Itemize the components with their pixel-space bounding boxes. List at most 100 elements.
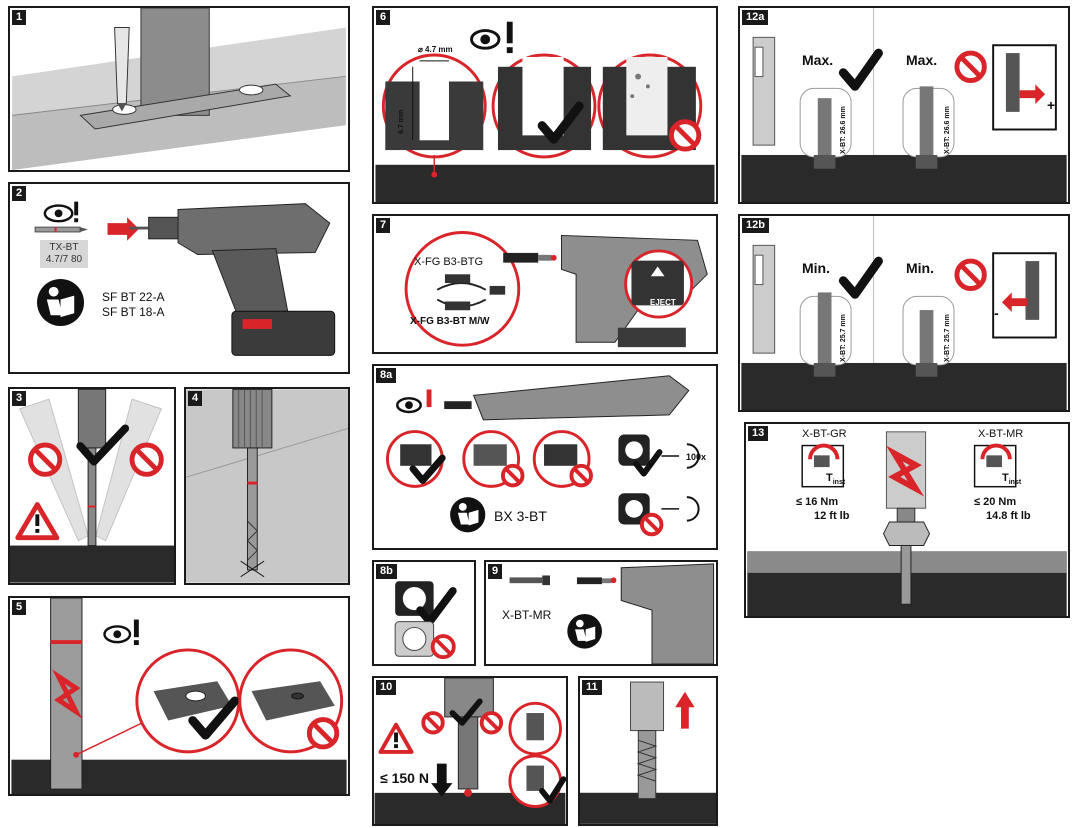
prohibited-icon — [423, 713, 442, 732]
step-number: 3 — [12, 391, 26, 406]
arrow-up-icon — [675, 692, 694, 729]
max-label-ok: Max. — [802, 52, 833, 68]
measure-ok: X-BT: 25.7 mm — [840, 314, 847, 362]
panel-step-8b: 8b — [372, 560, 476, 666]
hole-inspection-illustration — [374, 8, 716, 202]
panel-step-12a: 12a + Max. Max. X-BT: 26.6 mm X-BT: 26.6… — [738, 6, 1070, 204]
prohibited-icon — [433, 636, 454, 657]
prohibited-icon — [571, 466, 591, 486]
panel-step-7: 7 X-FG B3-BTG X-FG B3-BT M/W EJECT — [372, 214, 718, 354]
panel-step-10: 10 ≤ 150 N — [372, 676, 568, 826]
min-label-bad: Min. — [906, 260, 934, 276]
fastener-guide-change-illustration — [374, 216, 716, 352]
step-number: 7 — [376, 218, 390, 233]
panel-step-3: 3 — [8, 387, 176, 585]
manual-reader-icon — [37, 279, 84, 326]
step-number: 2 — [12, 186, 26, 201]
prohibited-icon — [957, 261, 984, 288]
stud-gr-name: X-BT-GR — [802, 428, 847, 440]
panel-step-4: 4 — [184, 387, 350, 585]
step-number: 9 — [488, 564, 502, 579]
eye-icon — [472, 31, 499, 49]
stud-name: X-BT-MR — [502, 608, 551, 622]
exclamation-icon — [427, 389, 432, 407]
prohibited-icon — [309, 720, 336, 747]
panel-step-12b: 12b - Min. Min. X-BT: 25.7 mm X-BT: 25.7… — [738, 214, 1070, 412]
force-limit: ≤ 150 N — [380, 770, 429, 786]
warning-triangle-icon — [380, 725, 411, 752]
step-number: 1 — [12, 10, 26, 25]
stud-mr-name: X-BT-MR — [978, 428, 1023, 440]
step-number: 8a — [376, 368, 396, 383]
panel-step-13: 13 X-BT-GR X-BT-MR Tinst Tinst ≤ 16 Nm 1… — [744, 422, 1070, 618]
panel-step-11: 11 — [578, 676, 718, 826]
exclamation-icon — [507, 22, 513, 44]
drill-illustration — [10, 184, 348, 372]
warning-triangle-icon — [18, 505, 57, 538]
prohibited-icon — [642, 515, 662, 535]
manual-reader-icon — [450, 497, 485, 532]
step-number: 12b — [742, 218, 769, 233]
eye-icon — [105, 626, 130, 642]
prohibited-icon — [503, 466, 523, 486]
measure-bad: X-BT: 25.7 mm — [944, 314, 951, 362]
height-gauge-min-illustration: - — [740, 216, 1068, 410]
fastener-guide-1: X-FG B3-BTG — [414, 256, 483, 268]
eye-icon — [45, 206, 72, 222]
rotate-icon — [687, 497, 699, 520]
gr-torque-nm: ≤ 16 Nm — [796, 496, 838, 508]
step-number: 5 — [12, 600, 26, 615]
step-number: 10 — [376, 680, 396, 695]
fastener-guide-2: X-FG B3-BT M/W — [410, 316, 489, 327]
minus-icon: - — [994, 306, 999, 321]
step-number: 8b — [376, 564, 397, 579]
exclamation-icon — [134, 620, 139, 638]
fastening-illustration — [374, 678, 566, 824]
panel-step-6: 6 ⌀ 4.7 mm 6.7 mm — [372, 6, 718, 204]
panel-step-9: 9 X-BT-MR — [484, 560, 718, 666]
measure-bad: X-BT: 26.6 mm — [944, 106, 951, 154]
arrow-down-icon — [431, 764, 452, 797]
step-number: 13 — [748, 426, 768, 441]
step-number: 11 — [582, 680, 602, 695]
replace-count: 100x — [686, 452, 706, 462]
min-label-ok: Min. — [802, 260, 830, 276]
step-number: 12a — [742, 10, 768, 25]
panel-step-1: 1 — [8, 6, 350, 172]
tool-model-2: SF BT 18-A — [102, 305, 164, 319]
prohibited-icon — [671, 122, 698, 149]
torque-symbol-gr: Tinst — [826, 472, 845, 486]
measure-ok: X-BT: 26.6 mm — [840, 106, 847, 154]
drilled-hole-check-illustration — [10, 598, 348, 794]
prohibited-icon — [482, 713, 501, 732]
tool-model: BX 3-BT — [494, 508, 547, 524]
step-number: 4 — [188, 391, 202, 406]
drill-angle-illustration — [10, 389, 174, 583]
gr-torque-ftlb: 12 ft lb — [814, 510, 849, 522]
bit-size: 4.7/7 80 — [43, 254, 85, 266]
prohibited-icon — [31, 445, 60, 474]
step-number: 6 — [376, 10, 390, 25]
panel-step-8a: 8a — [372, 364, 718, 550]
hole-depth-label: 6.7 mm — [398, 110, 405, 134]
height-gauge-max-illustration: + — [740, 8, 1068, 202]
baseplate-marking-illustration — [10, 8, 348, 170]
hole-diameter-label: ⌀ 4.7 mm — [418, 45, 453, 54]
mr-torque-ftlb: 14.8 ft lb — [986, 510, 1031, 522]
torque-symbol-mr: Tinst — [1002, 472, 1021, 486]
exclamation-icon — [74, 202, 78, 216]
prohibited-icon — [132, 445, 161, 474]
bit-name: TX-BT — [43, 242, 85, 254]
panel-step-2: 2 TX-BT 4.7/7 80 SF BT 22-A S — [8, 182, 350, 374]
mr-torque-nm: ≤ 20 Nm — [974, 496, 1016, 508]
plus-icon: + — [1047, 98, 1055, 113]
drilling-illustration — [186, 389, 348, 583]
prohibited-icon — [957, 53, 984, 80]
eject-button-label: EJECT — [650, 298, 676, 307]
bit-spec-label: TX-BT 4.7/7 80 — [40, 240, 88, 268]
panel-step-5: 5 — [8, 596, 350, 796]
max-label-bad: Max. — [906, 52, 937, 68]
eye-icon — [397, 398, 420, 412]
manual-reader-icon — [567, 614, 602, 649]
tool-model-1: SF BT 22-A — [102, 290, 164, 304]
